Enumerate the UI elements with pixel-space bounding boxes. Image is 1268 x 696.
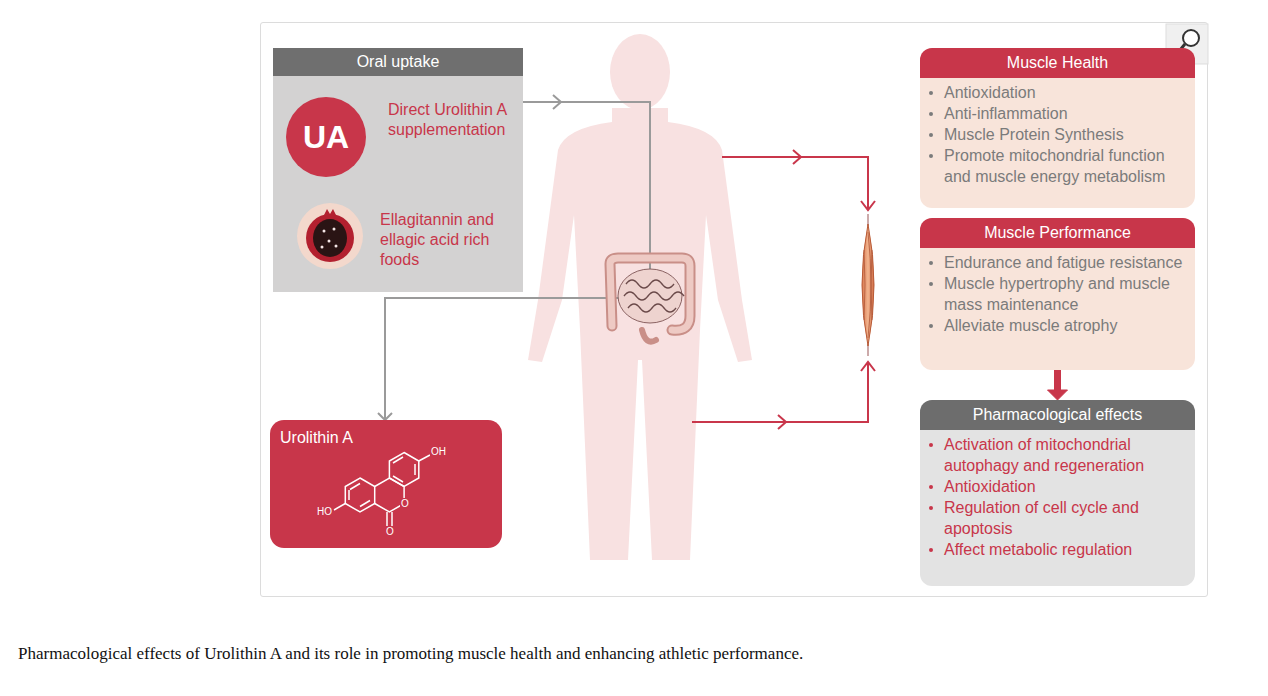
box-header: Muscle Health bbox=[920, 48, 1195, 78]
drawing-part bbox=[334, 504, 345, 511]
circle-label: UA bbox=[303, 119, 349, 156]
bullet-item: Anti-inflammation bbox=[920, 103, 1195, 124]
drawing-part bbox=[610, 258, 690, 330]
drawing-part bbox=[386, 512, 388, 527]
drawing-part bbox=[297, 203, 363, 269]
connector bbox=[1048, 370, 1068, 400]
bullet-item: Affect metabolic regulation bbox=[920, 539, 1195, 560]
bullet-dot bbox=[929, 133, 933, 137]
bullet-text: Affect metabolic regulation bbox=[944, 541, 1132, 558]
bullet-text: Muscle Protein Synthesis bbox=[944, 126, 1124, 143]
arrow-head bbox=[1048, 390, 1068, 400]
box-title: Urolithin A bbox=[270, 420, 502, 456]
bullet-dot bbox=[929, 112, 933, 116]
caption: Pharmacological effects of Urolithin A a… bbox=[18, 644, 1258, 664]
drawing-part bbox=[324, 209, 336, 215]
drawing-part bbox=[862, 224, 874, 346]
bullet-text: Regulation of cell cycle and apoptosis bbox=[944, 499, 1139, 537]
bullet-text: Activation of mitochondrial autophagy an… bbox=[944, 436, 1144, 474]
drawing-part bbox=[333, 228, 336, 231]
bullet-text: Promote mitochondrial function and muscl… bbox=[944, 147, 1165, 185]
drawing-part bbox=[348, 490, 350, 500]
bullet-dot bbox=[929, 506, 933, 510]
drawing-part bbox=[861, 362, 875, 371]
drawing-part bbox=[360, 501, 370, 507]
bullet-item: Regulation of cell cycle and apoptosis bbox=[920, 497, 1195, 539]
drawing-part bbox=[389, 453, 418, 487]
bullet-dot bbox=[929, 154, 933, 158]
bullet-dot bbox=[929, 282, 933, 286]
bullet-dot bbox=[929, 548, 933, 552]
head bbox=[610, 34, 670, 110]
drawing-part bbox=[692, 362, 868, 422]
drawing-part bbox=[391, 512, 393, 527]
bullet-dot bbox=[929, 324, 933, 328]
red-arrows bbox=[692, 150, 875, 429]
drawing-part bbox=[778, 415, 786, 429]
connector-line bbox=[1054, 370, 1061, 391]
atom-label: O bbox=[400, 498, 410, 510]
bullet-item: Muscle hypertrophy and muscle mass maint… bbox=[920, 273, 1195, 315]
drawing-part bbox=[642, 330, 656, 342]
source-label: Direct Urolithin A supplementation bbox=[388, 100, 526, 140]
drawing-part bbox=[393, 457, 403, 463]
circle-node: UA bbox=[286, 97, 366, 177]
bullet-item: Alleviate muscle atrophy bbox=[920, 315, 1195, 336]
bullet-dot bbox=[929, 485, 933, 489]
list-node: Muscle PerformanceEndurance and fatigue … bbox=[920, 218, 1195, 370]
bullet-text: Antioxidation bbox=[944, 84, 1036, 101]
bullet-item: Antioxidation bbox=[920, 82, 1195, 103]
pomegranate-icon bbox=[295, 201, 365, 271]
drawing-part bbox=[610, 258, 690, 330]
box-header: Muscle Performance bbox=[920, 218, 1195, 248]
bullet-item: Endurance and fatigue resistance bbox=[920, 252, 1195, 273]
drawing-part bbox=[306, 214, 354, 262]
muscle bbox=[862, 214, 874, 356]
bullet-item: Activation of mitochondrial autophagy an… bbox=[920, 434, 1195, 476]
bullet-text: Endurance and fatigue resistance bbox=[944, 254, 1182, 271]
atom-label: O bbox=[385, 526, 395, 538]
list-node: Pharmacological effectsActivation of mit… bbox=[920, 400, 1195, 586]
bullet-text: Alleviate muscle atrophy bbox=[944, 317, 1117, 334]
drawing-part bbox=[328, 240, 331, 243]
drawing-part bbox=[722, 157, 868, 210]
bullet-dot bbox=[929, 261, 933, 265]
panel-header: Oral uptake bbox=[273, 48, 523, 76]
drawing-part bbox=[861, 201, 875, 210]
drawing-part bbox=[334, 453, 430, 528]
bullet-dot bbox=[929, 443, 933, 447]
drawing-part bbox=[350, 484, 360, 490]
list-node: Muscle HealthAntioxidationAnti-inflammat… bbox=[920, 48, 1195, 208]
drawing-part bbox=[393, 476, 403, 482]
drawing-part bbox=[345, 478, 374, 512]
drawing-part bbox=[414, 464, 416, 475]
drawing-part bbox=[1183, 30, 1199, 46]
drawing-part bbox=[321, 228, 338, 249]
bullet-item: Promote mitochondrial function and muscl… bbox=[920, 145, 1195, 187]
drawing-part bbox=[323, 230, 326, 233]
source-label: Ellagitannin and ellagic acid rich foods bbox=[380, 210, 518, 270]
bullet-text: Muscle hypertrophy and muscle mass maint… bbox=[944, 275, 1170, 313]
bullet-item: Muscle Protein Synthesis bbox=[920, 124, 1195, 145]
drawing-part bbox=[335, 245, 338, 248]
bullet-text: Antioxidation bbox=[944, 478, 1036, 495]
drawing-part bbox=[321, 246, 324, 249]
body-silhouette bbox=[528, 108, 752, 560]
atom-label: OH bbox=[430, 446, 447, 458]
drawing-part bbox=[624, 280, 684, 312]
atom-label: HO bbox=[316, 506, 333, 518]
bullet-text: Anti-inflammation bbox=[944, 105, 1068, 122]
drawing-part bbox=[313, 219, 347, 257]
drawing-part bbox=[793, 150, 801, 164]
arrow-head bbox=[378, 413, 392, 420]
box-header: Pharmacological effects bbox=[920, 400, 1195, 430]
drawing-part bbox=[864, 232, 872, 338]
drawing-part bbox=[419, 455, 430, 461]
bullet-item: Antioxidation bbox=[920, 476, 1195, 497]
bullet-dot bbox=[929, 91, 933, 95]
